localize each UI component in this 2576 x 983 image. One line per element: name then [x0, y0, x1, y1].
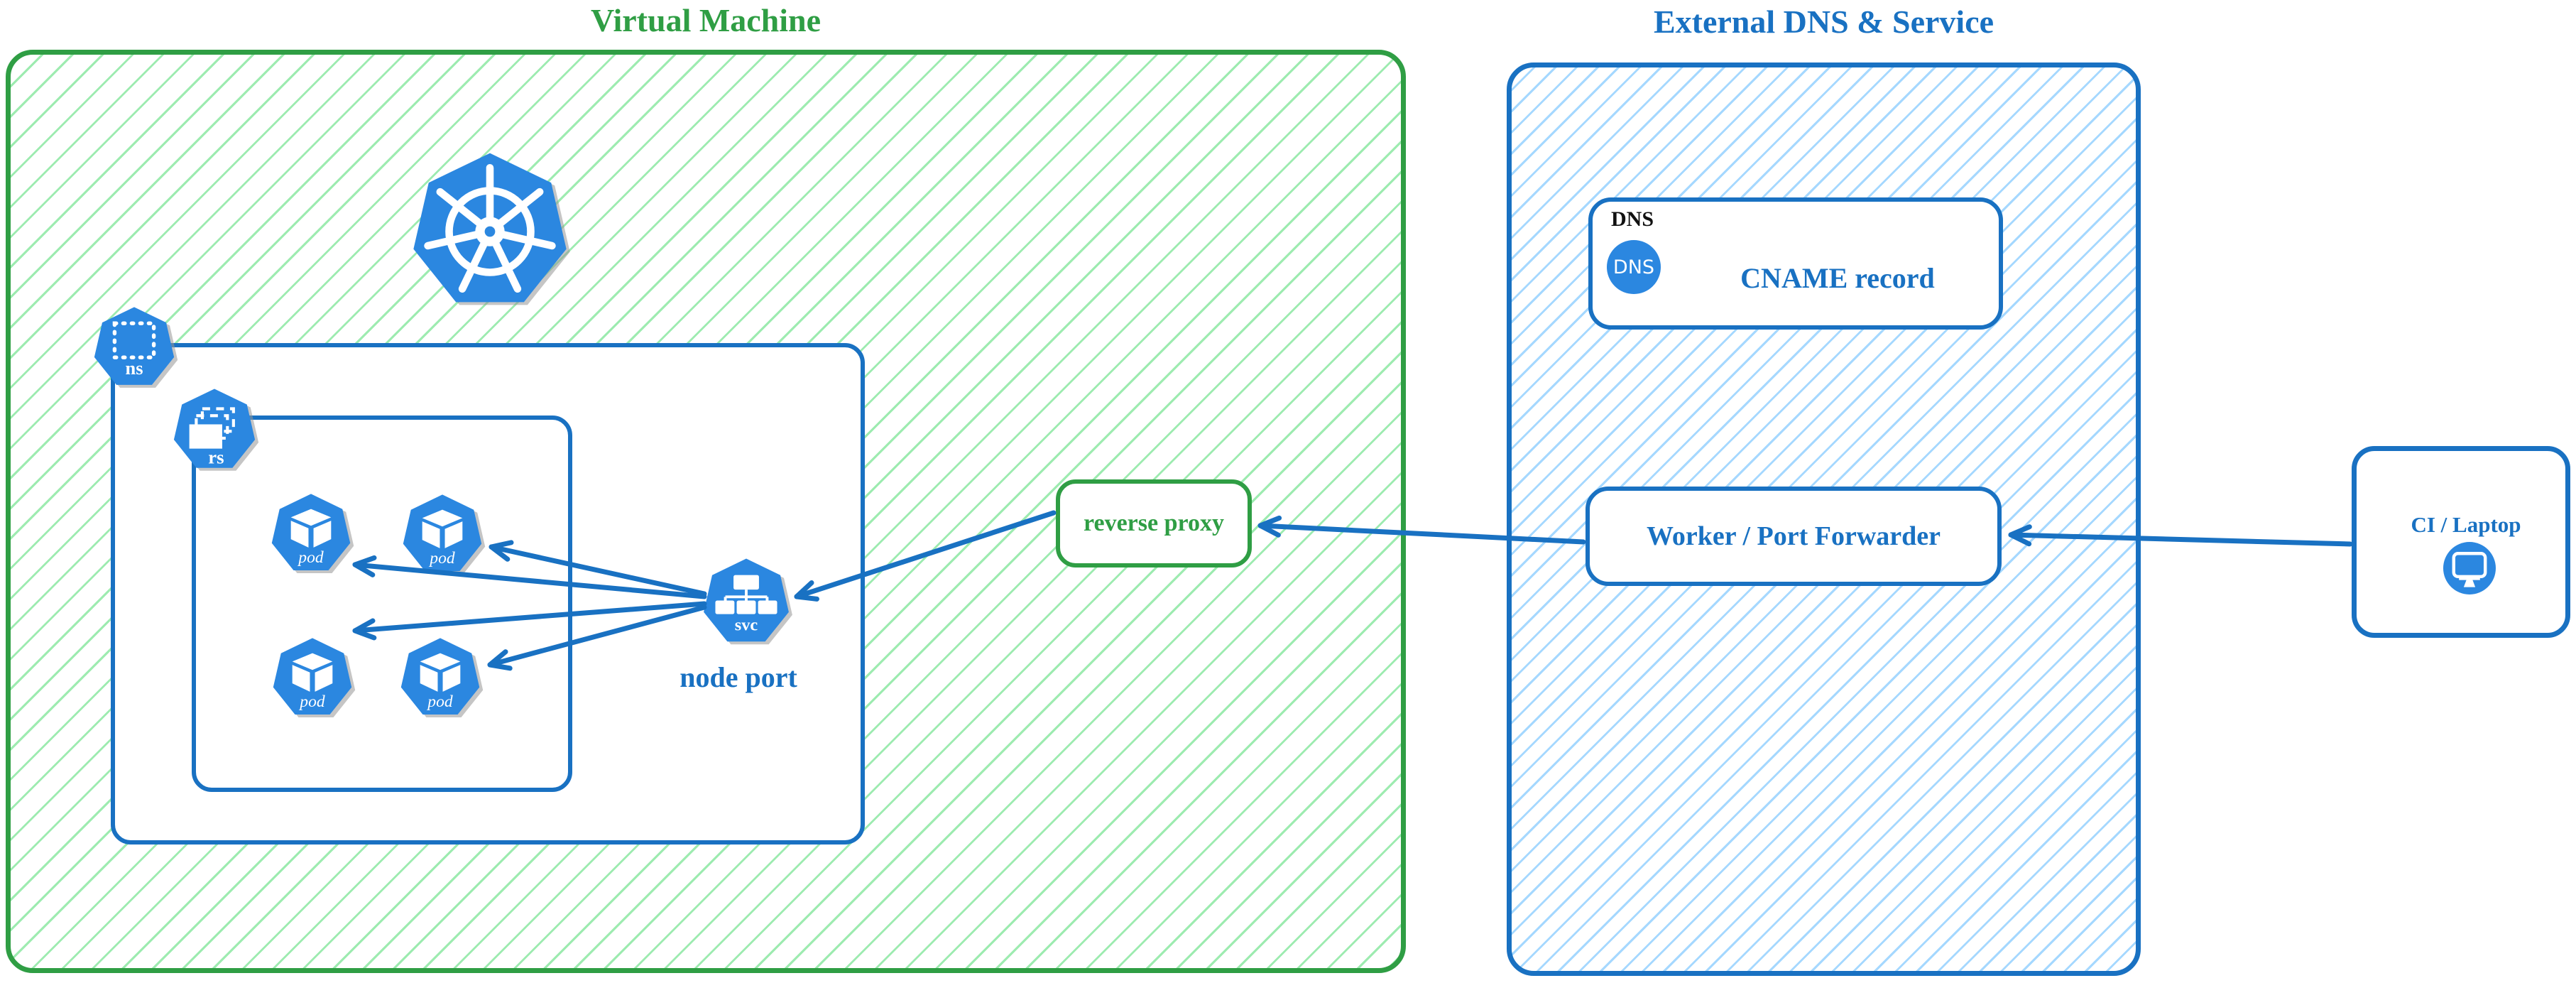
node-port-caption: node port: [680, 661, 797, 693]
reverse-proxy-box: reverse proxy: [1056, 479, 1252, 567]
dns-badge-text: DNS: [1612, 256, 1655, 278]
replicaset-icon: rs: [173, 389, 256, 468]
replicaset-icon-label: rs: [208, 446, 224, 467]
monitor-icon: [2443, 542, 2496, 594]
pod-icon-label: pod: [298, 693, 325, 711]
worker-port-forwarder-box: Worker / Port Forwarder: [1586, 487, 2002, 586]
kubernetes-logo-icon: [413, 153, 567, 303]
pod-icon-label: pod: [428, 549, 455, 567]
pod-icon: pod: [403, 494, 482, 571]
pod-icon: pod: [273, 638, 352, 715]
service-icon: svc: [704, 558, 789, 642]
dns-tag-label: DNS: [1611, 207, 1654, 231]
service-icon-label: svc: [735, 616, 758, 635]
ci-laptop-box: CI / Laptop: [2352, 446, 2570, 638]
worker-port-forwarder-label: Worker / Port Forwarder: [1647, 521, 1941, 551]
pod-icon-label: pod: [297, 548, 324, 567]
dns-cname-card: DNS DNS CNAME record: [1588, 197, 2003, 330]
dns-badge-icon: DNS: [1607, 240, 1661, 294]
pod-icon: pod: [271, 494, 351, 570]
reverse-proxy-label: reverse proxy: [1084, 510, 1224, 536]
ci-laptop-label: CI / Laptop: [2411, 512, 2521, 537]
namespace-icon-label: ns: [126, 357, 143, 379]
pod-icon-label: pod: [426, 693, 453, 711]
cname-record-label: CNAME record: [1740, 262, 1935, 294]
pod-icon: pod: [400, 638, 480, 715]
namespace-icon: ns: [94, 307, 175, 385]
external-dns-service-title: External DNS & Service: [1653, 4, 1994, 40]
virtual-machine-title: Virtual Machine: [590, 2, 822, 38]
